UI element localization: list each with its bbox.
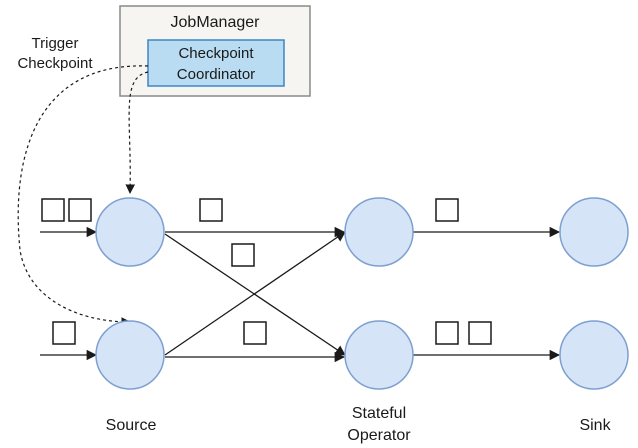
record-square — [231, 243, 255, 267]
record-square — [41, 198, 65, 222]
stateful-node-top — [344, 197, 414, 267]
record-square — [52, 321, 76, 345]
source-node-bottom — [95, 320, 165, 390]
jobmanager-title: JobManager — [171, 14, 261, 31]
trigger-label-line1: Trigger — [32, 35, 79, 52]
sink-node-top — [559, 197, 629, 267]
edge-source-top-to-op-bottom — [164, 233, 346, 356]
record-square — [243, 321, 267, 345]
record-square — [435, 198, 459, 222]
sink-node-bottom — [559, 320, 629, 390]
record-square — [68, 198, 92, 222]
record-square — [468, 321, 492, 345]
trigger-arrow-source-top — [125, 71, 149, 194]
edge-source-bottom-to-op-top — [164, 231, 346, 356]
stateful-node-bottom — [344, 320, 414, 390]
source-node-top — [95, 197, 165, 267]
trigger-arrow-source-bottom — [17, 65, 149, 327]
record-square — [435, 321, 459, 345]
record-square — [199, 198, 223, 222]
stage-label-stateful-line1: Stateful — [352, 405, 406, 422]
stage-label-sink: Sink — [579, 417, 611, 434]
stage-label-source: Source — [106, 417, 157, 434]
checkpoint-coordinator-label-line1: Checkpoint — [178, 45, 254, 62]
checkpoint-coordinator-box — [147, 39, 285, 87]
stage-label-stateful-line2: Operator — [347, 427, 411, 444]
checkpoint-coordinator-label-line2: Coordinator — [177, 66, 255, 83]
trigger-label-line2: Checkpoint — [17, 55, 93, 72]
